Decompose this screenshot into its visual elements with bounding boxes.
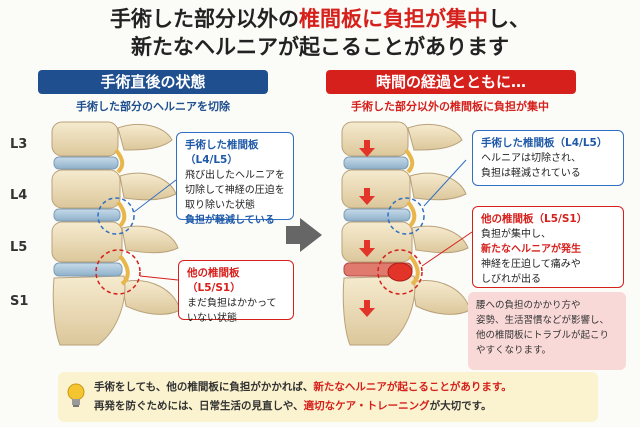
page-title-line1: 手術した部分以外の椎間板に負担が集中し、 <box>0 6 640 32</box>
right-operated-callout: 手術した椎間板（L4/L5） ヘルニアは切除され、 負担は軽減されている <box>472 130 624 186</box>
footer-line2: 再発を防ぐためには、日常生活の見直しや、適切なケア・トレーニングが大切です。 <box>94 397 586 416</box>
page-title-line2: 新たなヘルニアが起こることがあります <box>131 35 509 59</box>
title-part-c: し、 <box>488 7 530 31</box>
title-part-a: 手術した部分以外の <box>110 7 299 31</box>
footer-text: が大切です。 <box>429 400 492 412</box>
callout-line: 神経を圧迫して痛みや <box>481 259 581 270</box>
left-other-callout: 他の椎間板（L5/S1） まだ負担はかかって いない状態 <box>178 260 294 324</box>
note-line: 姿勢、生活習慣などが影響し、 <box>476 315 610 326</box>
right-operated-marker <box>387 197 425 235</box>
level-label-l3: L3 <box>10 137 28 152</box>
callout-line: 負担は軽減されている <box>481 168 581 179</box>
level-label-l5: L5 <box>10 240 28 255</box>
note-line: やすくなります。 <box>476 345 552 356</box>
right-other-callout: 他の椎間板（L5/S1） 負担が集中し、 新たなヘルニアが発生 神経を圧迫して痛… <box>472 206 624 288</box>
callout-emphasis: 新たなヘルニアが発生 <box>481 244 581 255</box>
level-label-s1: S1 <box>10 294 29 309</box>
callout-emphasis: 負担が軽減している <box>185 215 275 226</box>
down-arrow-icon <box>359 140 375 317</box>
callout-heading: 手術した椎間板（L4/L5） <box>185 139 259 166</box>
left-panel-header: 手術直後の状態 <box>38 70 268 94</box>
level-label-l4: L4 <box>10 188 28 203</box>
footer-highlight: 適切なケア・トレーニング <box>303 400 430 412</box>
title-highlight: 椎間板に負担が集中 <box>299 7 488 31</box>
callout-heading: 他の椎間板（L5/S1） <box>481 213 588 225</box>
callout-heading: 他の椎間板（L5/S1） <box>187 267 241 294</box>
right-panel-header: 時間の経過とともに… <box>326 70 576 94</box>
right-other-marker <box>377 249 423 295</box>
footer-text: 手術をしても、他の椎間板に負担がかかれば、 <box>94 381 314 393</box>
lightbulb-icon <box>67 383 85 407</box>
right-spine <box>341 121 473 346</box>
left-operated-callout: 手術した椎間板（L4/L5） 飛び出したヘルニアを 切除して神経の圧迫を 取り除… <box>176 132 294 226</box>
left-operated-marker <box>97 197 135 235</box>
callout-line: しびれが出る <box>481 274 541 285</box>
new-herniation <box>387 262 413 282</box>
footer-box: 手術をしても、他の椎間板に負担がかかれば、新たなヘルニアが起こることがあります。… <box>58 372 598 422</box>
callout-line: 飛び出したヘルニアを <box>185 170 285 181</box>
footer-line1: 手術をしても、他の椎間板に負担がかかれば、新たなヘルニアが起こることがあります。 <box>94 378 586 397</box>
footer-text: 再発を防ぐためには、日常生活の見直しや、 <box>94 400 304 412</box>
callout-line: まだ負担はかかって <box>187 298 277 309</box>
callout-line: 切除して神経の圧迫を <box>185 185 285 196</box>
left-other-marker <box>95 249 141 295</box>
left-panel-subtitle: 手術した部分のヘルニアを切除 <box>76 100 230 113</box>
callout-line: 負担が集中し、 <box>481 229 551 240</box>
callout-line: 取り除いた状態 <box>185 200 255 211</box>
note-box: 腰への負担のかかり方や 姿勢、生活習慣などが影響し、 他の椎間板にトラブルが起こ… <box>468 292 626 370</box>
right-arrow-icon <box>286 218 322 252</box>
callout-line: ヘルニアは切除され、 <box>481 153 582 164</box>
note-line: 他の椎間板にトラブルが起こり <box>476 330 610 341</box>
callout-line: いない状態 <box>187 313 237 324</box>
callout-heading: 手術した椎間板（L4/L5） <box>481 137 608 149</box>
right-panel-subtitle: 手術した部分以外の椎間板に負担が集中 <box>351 100 549 113</box>
left-spine <box>51 121 181 346</box>
footer-highlight: 新たなヘルニアが起こることがあります。 <box>313 381 512 393</box>
note-line: 腰への負担のかかり方や <box>476 300 581 311</box>
